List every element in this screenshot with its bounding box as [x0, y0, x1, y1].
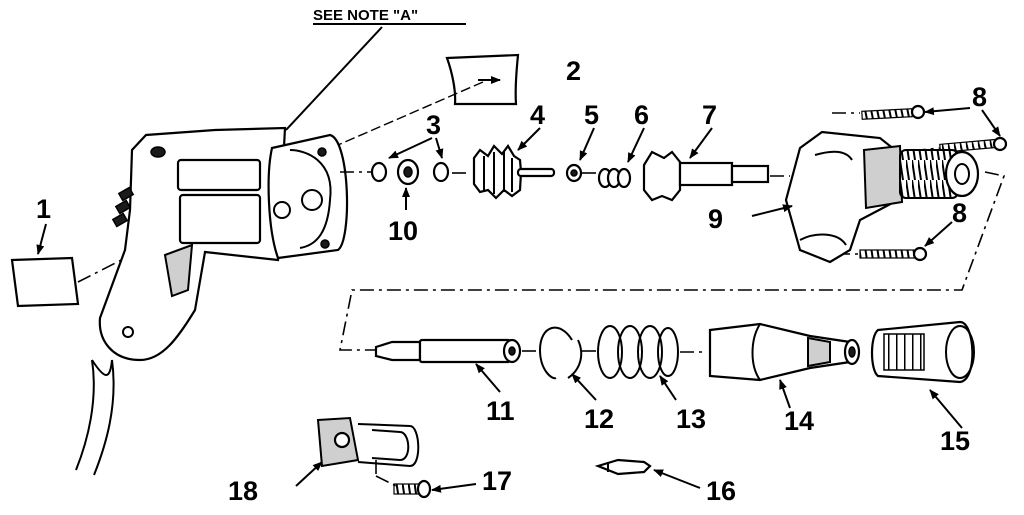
- callout-3: 3: [426, 110, 441, 140]
- note-leader-line: [285, 26, 383, 131]
- part-1-decal: [10, 209, 221, 308]
- callout-14: 14: [784, 406, 814, 436]
- part-16-bit: [594, 458, 701, 489]
- drill-body: [75, 126, 378, 476]
- see-note-label: SEE NOTE "A": [285, 7, 466, 131]
- callout-12: 12: [584, 404, 614, 434]
- part-2-nameplate: [337, 53, 520, 146]
- callout-labels: 1 2 3 4 5 6 7 8 8 9 10 11 12 13 14 15 16…: [36, 56, 987, 506]
- part-14-nose-cone: [708, 322, 861, 409]
- callout-11: 11: [486, 396, 515, 426]
- callout-13: 13: [676, 404, 706, 434]
- part-4-gear: [452, 127, 556, 200]
- callout-16: 16: [706, 476, 736, 506]
- callout-8-top: 8: [972, 82, 987, 112]
- callout-18: 18: [228, 476, 258, 506]
- see-note-text: SEE NOTE "A": [313, 7, 418, 24]
- part-10-bearing: [396, 158, 420, 210]
- part-13-spring: [597, 325, 704, 401]
- callout-5: 5: [584, 100, 599, 130]
- callout-4: 4: [530, 100, 545, 130]
- part-18-belt-clip: [295, 416, 420, 487]
- part-12-retaining-ring: [538, 326, 598, 401]
- svg-text:1: 1: [36, 194, 51, 224]
- callout-7: 7: [702, 100, 717, 130]
- part-3-washers: [370, 137, 450, 183]
- part-6-bushing: [597, 127, 645, 189]
- part-5-washer: [565, 127, 598, 183]
- part-7-spindle: [642, 127, 790, 202]
- part-15-sleeve: [870, 320, 975, 429]
- part-9-gear-case: [751, 130, 980, 264]
- part-17-screw: [375, 460, 477, 499]
- callout-8-bottom: 8: [952, 198, 967, 228]
- callout-6: 6: [634, 100, 649, 130]
- part-11-bit-holder: [374, 338, 540, 393]
- callout-15: 15: [940, 426, 970, 456]
- callout-17: 17: [482, 466, 512, 496]
- callout-10: 10: [388, 216, 418, 246]
- callout-2: 2: [566, 56, 581, 86]
- callout-9: 9: [708, 204, 723, 234]
- assembly-path-line: [339, 171, 1006, 351]
- callout-1: 1: [36, 194, 51, 255]
